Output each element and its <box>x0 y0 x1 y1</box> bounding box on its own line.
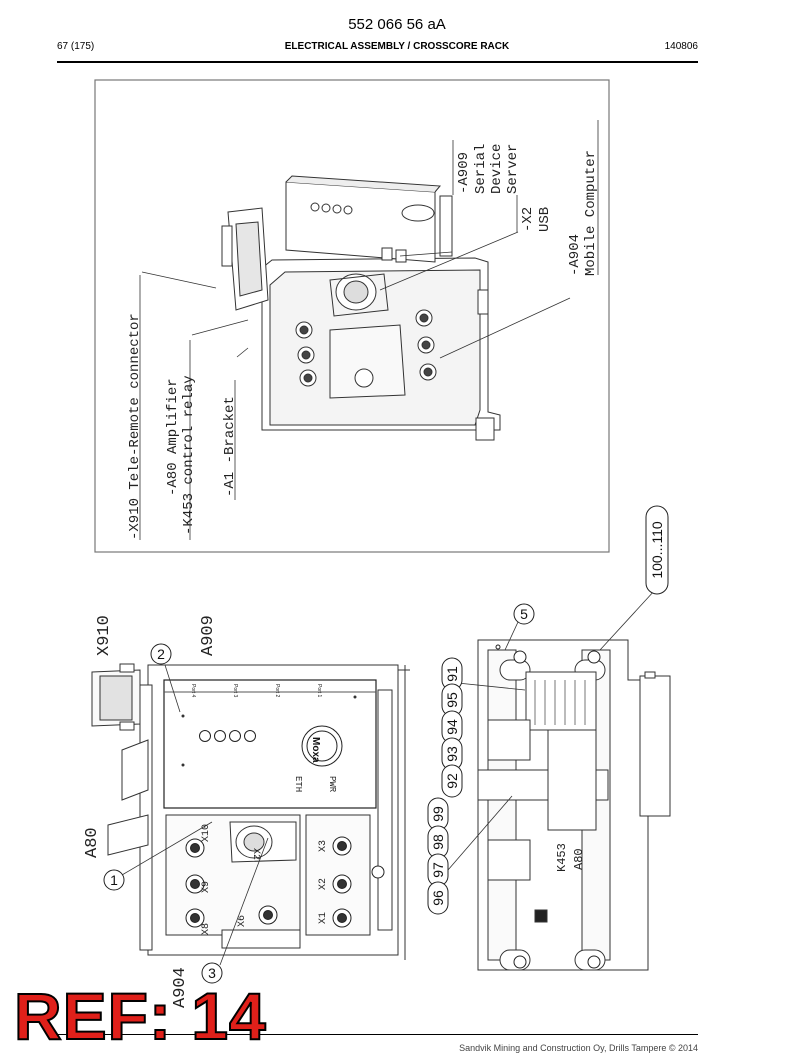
balloon-93: 93 <box>441 737 463 771</box>
label-a80-relay: A80 <box>572 848 586 870</box>
balloon-91: 91 <box>441 657 463 691</box>
callout-k453: -K453 control relay <box>181 375 197 535</box>
callout-a1: -A1 -Bracket <box>222 396 238 497</box>
port-1-label: Port 1 <box>316 684 322 698</box>
balloon-1: 1 <box>103 869 125 891</box>
callout-server: Server <box>505 144 521 194</box>
connector-x2: X2 <box>318 878 329 890</box>
pwr-label: PWR <box>327 776 337 793</box>
svg-text:2: 2 <box>157 646 165 662</box>
document-code: 552 066 56 aA <box>348 16 446 33</box>
svg-text:96: 96 <box>430 890 446 906</box>
callout-x2: -X2 <box>520 207 536 232</box>
connector-x9: X9 <box>201 881 212 893</box>
balloon-100-110: 100...110 <box>645 505 669 595</box>
svg-text:95: 95 <box>444 692 460 708</box>
balloon-5: 5 <box>513 603 535 625</box>
moxa-device: Moxa ETH PWR Port 4 Port 3 Port 2 Port 1 <box>163 679 377 809</box>
connector-x2-usb: X2 <box>250 848 261 860</box>
svg-text:94: 94 <box>444 719 460 735</box>
port-2-label: Port 2 <box>274 684 280 698</box>
date-code: 140806 <box>664 41 698 52</box>
callout-a909: -A909 <box>456 152 472 194</box>
callout-a80: -A80 Amplifier <box>165 378 181 496</box>
balloon-92: 92 <box>441 764 463 798</box>
svg-text:5: 5 <box>520 606 528 622</box>
connector-x8: X8 <box>201 923 212 935</box>
callout-serial: Serial <box>473 144 489 194</box>
svg-text:97: 97 <box>430 862 446 878</box>
svg-text:91: 91 <box>444 666 460 682</box>
footer-copyright: Sandvik Mining and Construction Oy, Dril… <box>459 1043 698 1053</box>
label-k453: K453 <box>555 843 569 872</box>
label-a80: A80 <box>83 827 102 858</box>
section-title: ELECTRICAL ASSEMBLY / CROSSCORE RACK <box>284 41 510 52</box>
svg-text:92: 92 <box>444 773 460 789</box>
moxa-logo: Moxa <box>310 737 321 763</box>
callout-device: Device <box>489 144 505 194</box>
page-number: 67 (175) <box>57 41 95 52</box>
header-rule <box>57 61 698 63</box>
balloon-99: 99 <box>427 797 449 831</box>
port-4-label: Port 4 <box>190 684 196 698</box>
svg-text:1: 1 <box>110 872 118 888</box>
main-view: Moxa ETH PWR Port 4 Port 3 Port 2 Port 1 <box>83 505 671 1008</box>
detail-view: -X910 Tele-Remote connector -A80 Amplifi… <box>94 79 610 553</box>
svg-text:3: 3 <box>208 965 216 981</box>
balloon-3: 3 <box>201 962 223 984</box>
callout-mobile-computer: Mobile Computer <box>583 150 599 276</box>
svg-text:99: 99 <box>430 806 446 822</box>
ref-stamp: REF: 14 <box>13 979 267 1053</box>
label-a904: A904 <box>171 967 190 1008</box>
svg-text:98: 98 <box>430 834 446 850</box>
balloon-94: 94 <box>441 710 463 744</box>
footer-rule <box>57 1034 698 1035</box>
callout-a904: -A904 <box>567 234 583 276</box>
label-x910: X910 <box>95 615 114 656</box>
callout-x910: -X910 Tele-Remote connector <box>127 313 143 540</box>
balloon-2: 2 <box>150 643 172 665</box>
label-a909: A909 <box>199 615 218 656</box>
svg-text:93: 93 <box>444 746 460 762</box>
svg-text:100...110: 100...110 <box>649 521 665 579</box>
balloon-96: 96 <box>427 881 449 915</box>
port-3-label: Port 3 <box>232 684 238 698</box>
eth-label: ETH <box>293 776 303 792</box>
callout-usb: USB <box>537 207 553 232</box>
connector-x6: X6 <box>237 915 248 927</box>
connector-x10: X10 <box>201 824 212 842</box>
connector-x3: X3 <box>318 840 329 852</box>
connector-x1: X1 <box>318 912 329 924</box>
balloon-98: 98 <box>427 825 449 859</box>
balloon-97: 97 <box>427 853 449 887</box>
